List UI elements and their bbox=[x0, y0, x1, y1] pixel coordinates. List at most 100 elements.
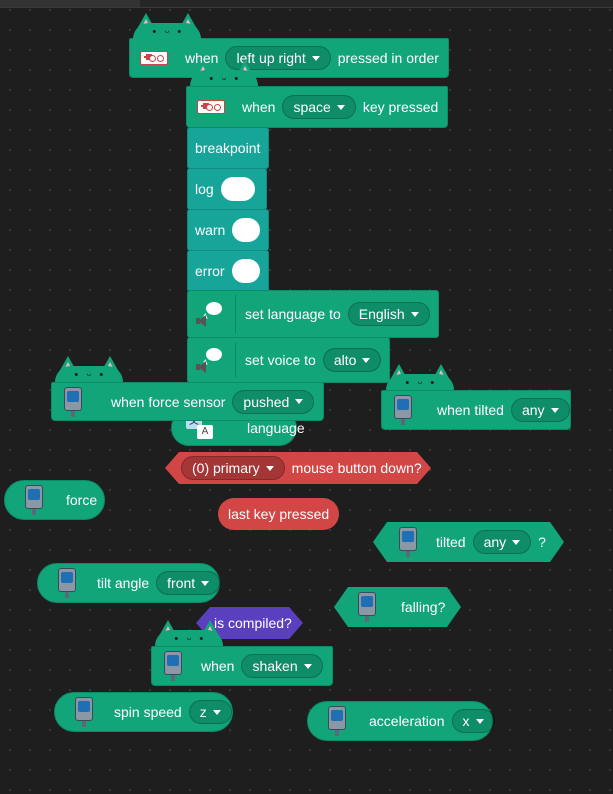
key-dropdown[interactable]: space bbox=[282, 95, 356, 119]
chevron-down-icon bbox=[295, 399, 304, 404]
warn-label: warn bbox=[195, 222, 226, 238]
voice-dropdown-value: alto bbox=[333, 352, 357, 368]
warn-block[interactable]: warn bbox=[187, 209, 269, 251]
chevron-down-icon bbox=[201, 580, 210, 586]
tilt-direction-dropdown[interactable]: any bbox=[510, 398, 570, 422]
set-language-label: set language to bbox=[245, 306, 341, 322]
tilt-angle-dropdown[interactable]: front bbox=[156, 571, 221, 595]
microbit-device-icon bbox=[73, 697, 95, 727]
spin-axis-value: z bbox=[199, 704, 207, 720]
text-to-speech-icon bbox=[196, 300, 226, 328]
text-to-speech-icon bbox=[196, 346, 226, 374]
spin-speed-reporter[interactable]: spin speed z bbox=[54, 692, 233, 732]
acceleration-label: acceleration bbox=[369, 713, 445, 729]
key-dropdown-value: space bbox=[293, 99, 331, 115]
when-shaken-label: when bbox=[201, 658, 235, 674]
tilted-direction-value: any bbox=[483, 534, 507, 550]
microbit-device-icon bbox=[162, 651, 184, 681]
mouse-button-value: (0) primary bbox=[192, 460, 260, 476]
error-toggle[interactable] bbox=[231, 259, 260, 283]
gesture-dropdown[interactable]: shaken bbox=[241, 654, 323, 678]
log-block[interactable]: log bbox=[187, 168, 267, 210]
acceleration-axis-value: x bbox=[462, 713, 470, 729]
tilt-direction-value: any bbox=[521, 402, 545, 418]
microbit-device-icon bbox=[326, 706, 348, 736]
when-tilted-hat[interactable]: when tilted any bbox=[381, 390, 571, 430]
key-pressed-label: key pressed bbox=[362, 99, 439, 115]
language-dropdown[interactable]: English bbox=[347, 302, 430, 326]
acceleration-axis-dropdown[interactable]: x bbox=[451, 709, 495, 733]
chevron-down-icon bbox=[362, 357, 371, 363]
force-label: force bbox=[66, 492, 98, 508]
mouse-button-label: mouse button down? bbox=[291, 460, 422, 476]
block-separator bbox=[235, 295, 236, 333]
when-key-pressed-hat[interactable]: when space key pressed bbox=[186, 86, 449, 128]
when-tilted-label: when tilted bbox=[437, 402, 504, 418]
set-voice-label: set voice to bbox=[245, 352, 316, 368]
mouse-button-down-boolean[interactable]: (0) primary mouse button down? bbox=[165, 452, 431, 484]
chevron-down-icon bbox=[550, 407, 559, 413]
chevron-down-icon bbox=[212, 709, 221, 715]
tilted-label: tilted bbox=[436, 534, 466, 550]
tilt-angle-value: front bbox=[167, 575, 196, 591]
active-tab-marker bbox=[0, 0, 140, 7]
top-toolbar bbox=[0, 0, 613, 8]
tilted-question-mark: ? bbox=[538, 534, 546, 550]
microbit-device-icon bbox=[397, 527, 419, 557]
error-label: error bbox=[195, 263, 225, 279]
hat-cat-icon: ᴗ bbox=[53, 356, 125, 382]
breakpoint-label: breakpoint bbox=[195, 140, 261, 156]
falling-label: falling? bbox=[401, 599, 446, 615]
tilt-angle-reporter[interactable]: tilt angle front bbox=[37, 563, 221, 603]
last-key-label: last key pressed bbox=[228, 506, 330, 522]
tilt-angle-label: tilt angle bbox=[97, 575, 150, 591]
force-sensor-label: when force sensor bbox=[111, 393, 226, 410]
log-label: log bbox=[195, 181, 214, 197]
keyboard-icon bbox=[197, 100, 225, 114]
chevron-down-icon bbox=[303, 663, 312, 669]
voice-dropdown[interactable]: alto bbox=[322, 348, 382, 372]
log-toggle[interactable] bbox=[220, 177, 255, 201]
force-sensor-value: pushed bbox=[243, 393, 290, 410]
hat-cat-icon: ᴗ bbox=[384, 364, 456, 390]
force-reporter[interactable]: force bbox=[4, 480, 105, 520]
chevron-down-icon bbox=[475, 718, 484, 724]
chevron-down-icon bbox=[311, 55, 320, 61]
is-compiled-label: is compiled? bbox=[214, 615, 292, 631]
hat-cat-icon: ᴗ bbox=[153, 620, 225, 646]
microbit-device-icon bbox=[356, 592, 378, 622]
language-label: language bbox=[247, 420, 305, 436]
when-pressed-in-order-hat[interactable]: when left up right pressed in order bbox=[129, 38, 449, 78]
chevron-down-icon bbox=[410, 311, 419, 317]
tilted-boolean[interactable]: tilted any ? bbox=[373, 522, 564, 562]
warn-toggle[interactable] bbox=[232, 218, 260, 242]
tilted-direction-dropdown[interactable]: any bbox=[473, 530, 532, 554]
error-block[interactable]: error bbox=[187, 250, 269, 292]
force-sensor-dropdown[interactable]: pushed bbox=[232, 389, 315, 414]
microbit-device-icon bbox=[23, 485, 45, 515]
acceleration-reporter[interactable]: acceleration x bbox=[307, 701, 495, 741]
pressed-in-order-label: pressed in order bbox=[337, 50, 439, 66]
gesture-value: shaken bbox=[252, 658, 298, 674]
chevron-down-icon bbox=[336, 104, 345, 110]
chevron-down-icon bbox=[266, 466, 274, 471]
microbit-device-icon bbox=[56, 568, 78, 598]
falling-boolean[interactable]: falling? bbox=[334, 587, 461, 627]
microbit-device-icon bbox=[392, 395, 414, 425]
spin-axis-dropdown[interactable]: z bbox=[188, 700, 232, 724]
when-shaken-hat[interactable]: when shaken bbox=[151, 646, 333, 686]
when-force-sensor-hat[interactable]: when force sensor pushed bbox=[51, 382, 325, 421]
when-label: when bbox=[242, 99, 276, 115]
block-separator bbox=[235, 342, 236, 378]
language-dropdown-value: English bbox=[358, 306, 405, 322]
keyboard-icon bbox=[140, 51, 168, 65]
set-language-block[interactable]: set language to English bbox=[187, 290, 439, 338]
hat-cat-icon: ᴗ bbox=[131, 13, 203, 39]
spin-speed-label: spin speed bbox=[114, 704, 182, 720]
breakpoint-block[interactable]: breakpoint bbox=[187, 127, 270, 169]
last-key-pressed-reporter[interactable]: last key pressed bbox=[218, 498, 340, 530]
set-voice-block[interactable]: set voice to alto bbox=[187, 337, 391, 383]
microbit-device-icon bbox=[62, 386, 84, 417]
mouse-button-dropdown[interactable]: (0) primary bbox=[181, 456, 285, 480]
chevron-down-icon bbox=[512, 540, 520, 545]
